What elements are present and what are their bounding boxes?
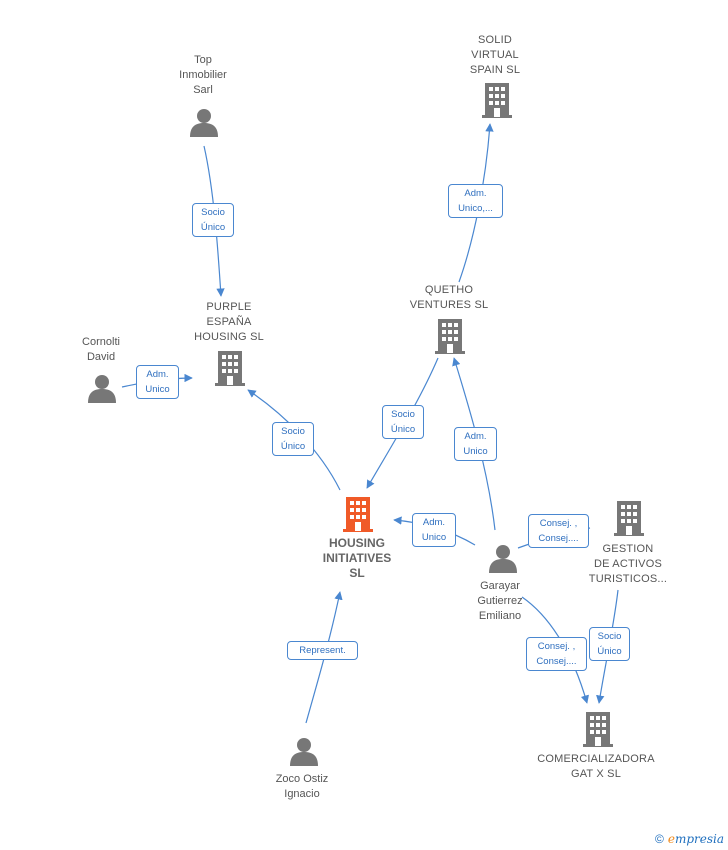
node-label-top-inmobilier[interactable]: Top Inmobilier Sarl: [179, 54, 227, 96]
edge-label-zoco-housing[interactable]: Represent.: [287, 641, 358, 660]
node-label-solid-virtual[interactable]: SOLID VIRTUAL SPAIN SL: [469, 34, 521, 76]
comercializadora-building-icon[interactable]: [583, 712, 613, 747]
purple-building-icon[interactable]: [215, 351, 245, 386]
node-label-quetho[interactable]: QUETHO VENTURES SL: [409, 284, 489, 311]
node-label-comercializadora[interactable]: COMERCIALIZADORA GAT X SL: [537, 753, 655, 780]
node-label-garayar[interactable]: Garayar Gutierrez Emiliano: [477, 580, 523, 622]
gestion-building-icon[interactable]: [614, 501, 644, 536]
node-label-purple[interactable]: PURPLE ESPAÑA HOUSING SL: [194, 301, 264, 343]
copyright-icon: ©: [654, 832, 664, 846]
edge-label-garayar-comercializadora[interactable]: Consej. , Consej....: [526, 637, 587, 671]
edge-label-garayar-gestion[interactable]: Consej. , Consej....: [528, 514, 589, 548]
node-label-housing[interactable]: HOUSING INITIATIVES SL: [322, 536, 392, 580]
top-inmobilier-person-icon[interactable]: [190, 109, 218, 137]
edge-label-cornolti-purple[interactable]: Adm. Unico: [136, 365, 179, 399]
node-label-cornolti[interactable]: Cornolti David: [82, 336, 120, 363]
node-label-gestion[interactable]: GESTION DE ACTIVOS TURISTICOS...: [588, 543, 668, 585]
quetho-building-icon[interactable]: [435, 319, 465, 354]
node-label-zoco[interactable]: Zoco Ostiz Ignacio: [275, 773, 329, 800]
brand-logo: empresia: [667, 832, 724, 846]
edge-label-garayar-quetho[interactable]: Adm. Unico: [454, 427, 497, 461]
edge-label-quetho-housing[interactable]: Socio Único: [382, 405, 424, 439]
edge-label-garayar-housing[interactable]: Adm. Unico: [412, 513, 456, 547]
garayar-person-icon[interactable]: [489, 545, 517, 573]
brand-footer[interactable]: ©empresia: [655, 832, 724, 846]
edge-garayar-comercializadora: [521, 596, 589, 704]
edge-label-top-purple[interactable]: Socio Único: [192, 203, 234, 237]
cornolti-person-icon[interactable]: [88, 375, 116, 403]
housing-building-icon[interactable]: [343, 497, 373, 532]
edge-label-gestion-comercializadora[interactable]: Socio Único: [589, 627, 630, 661]
solid-virtual-building-icon[interactable]: [482, 83, 512, 118]
edge-label-quetho-solid[interactable]: Adm. Unico,...: [448, 184, 503, 218]
edge-label-housing-purple[interactable]: Socio Único: [272, 422, 314, 456]
zoco-person-icon[interactable]: [290, 738, 318, 766]
